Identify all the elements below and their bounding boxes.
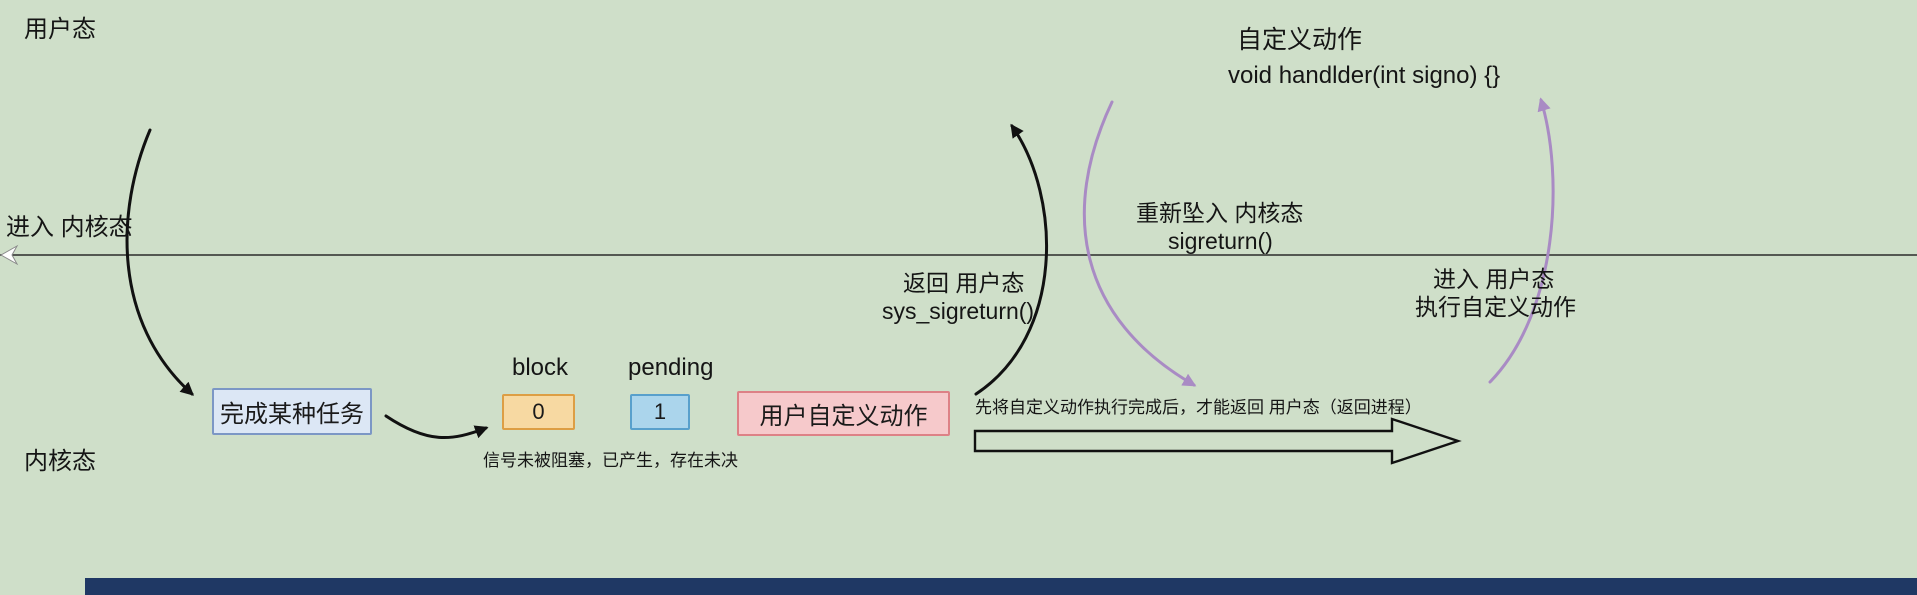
block-value-box: 0 [502, 394, 575, 430]
label-pending: pending [628, 354, 714, 381]
label-sigreturn: sigreturn() [1168, 228, 1273, 254]
arrow-enter-kernel-icon [125, 128, 195, 396]
label-enter-kernel: 进入 内核态 [6, 214, 133, 241]
note-pending-state: 信号未被阻塞，已产生，存在未决 [483, 451, 738, 470]
arrow-sys-sigreturn-up-icon [974, 123, 1048, 396]
task-box: 完成某种任务 [212, 388, 372, 435]
arrow-enter-user-up-icon [1488, 97, 1555, 384]
label-kernel-mode-bottom: 内核态 [24, 448, 96, 475]
big-return-arrow-icon [973, 417, 1462, 465]
label-user-mode-top: 用户态 [24, 16, 96, 43]
label-custom-action-title: 自定义动作 [1237, 26, 1363, 54]
label-exec-custom: 执行自定义动作 [1415, 294, 1576, 320]
bottom-window-bar [85, 578, 1917, 595]
label-enter-user: 进入 用户态 [1433, 266, 1555, 292]
pending-value-box: 1 [630, 394, 690, 430]
arrow-task-to-block-icon [384, 414, 489, 440]
label-sys-sigreturn: sys_sigreturn() [882, 298, 1035, 324]
note-return-rule: 先将自定义动作执行完成后，才能返回 用户态（返回进程） [975, 398, 1422, 417]
label-return-user: 返回 用户态 [903, 270, 1025, 296]
label-reenter-kernel: 重新坠入 内核态 [1136, 200, 1304, 226]
label-block: block [512, 354, 569, 381]
label-handler-code: void handlder(int signo) {} [1228, 62, 1501, 89]
user-custom-action-box: 用户自定义动作 [737, 391, 950, 436]
divider-left-handle-icon [0, 244, 19, 266]
